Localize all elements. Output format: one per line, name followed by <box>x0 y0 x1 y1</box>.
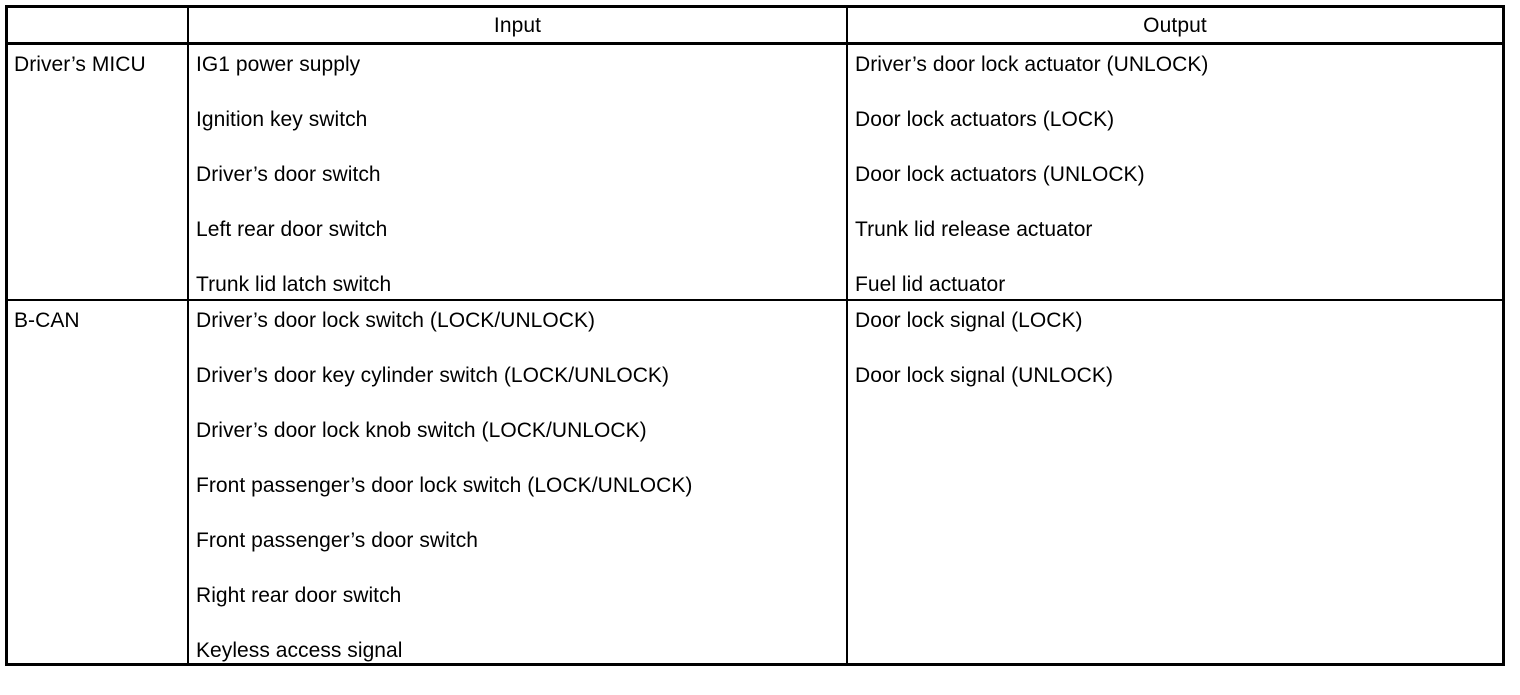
list-item: Door lock actuators (UNLOCK) <box>855 163 1145 186</box>
list-item: Front passenger’s door lock switch (LOCK… <box>196 474 693 497</box>
list-item: Driver’s door switch <box>196 163 381 186</box>
cell-output-micu: Driver’s door lock actuator (UNLOCK) Doo… <box>848 45 1502 299</box>
list-item: Driver’s door lock actuator (UNLOCK) <box>855 53 1209 76</box>
column-header-source <box>8 8 189 42</box>
list-item: Trunk lid latch switch <box>196 273 392 296</box>
table-body: Driver’s MICU IG1 power supply Ignition … <box>8 45 1502 663</box>
list-item: Trunk lid release actuator <box>855 218 1093 241</box>
table-row: Driver’s MICU IG1 power supply Ignition … <box>8 45 1502 301</box>
cell-source-micu: Driver’s MICU <box>8 45 189 299</box>
list-item: IG1 power supply <box>196 53 361 76</box>
list-item: Ignition key switch <box>196 108 368 131</box>
table-row: B-CAN Driver’s door lock switch (LOCK/UN… <box>8 301 1502 663</box>
list-item: Door lock actuators (LOCK) <box>855 108 1115 131</box>
source-label: Driver’s MICU <box>14 53 146 76</box>
cell-input-micu: IG1 power supply Ignition key switch Dri… <box>189 45 848 299</box>
page-root: Input Output Driver’s MICU IG1 power sup… <box>5 5 1505 666</box>
list-item: Keyless access signal <box>196 639 403 662</box>
column-header-output: Output <box>1143 13 1207 37</box>
list-item: Door lock signal (LOCK) <box>855 309 1083 332</box>
list-item: Front passenger’s door switch <box>196 529 478 552</box>
cell-source-bcan: B-CAN <box>8 301 189 663</box>
input-output-table: Input Output Driver’s MICU IG1 power sup… <box>5 5 1505 666</box>
list-item: Fuel lid actuator <box>855 273 1006 296</box>
cell-input-bcan: Driver’s door lock switch (LOCK/UNLOCK) … <box>189 301 848 663</box>
list-item: Left rear door switch <box>196 218 388 241</box>
list-item: Right rear door switch <box>196 584 402 607</box>
list-item: Driver’s door lock knob switch (LOCK/UNL… <box>196 419 647 442</box>
cell-output-bcan: Door lock signal (LOCK) Door lock signal… <box>848 301 1502 663</box>
source-label: B-CAN <box>14 309 80 332</box>
list-item: Driver’s door lock switch (LOCK/UNLOCK) <box>196 309 596 332</box>
list-item: Driver’s door key cylinder switch (LOCK/… <box>196 364 670 387</box>
column-header-input: Input <box>189 8 848 42</box>
table-header-row: Input Output <box>8 8 1502 45</box>
list-item: Door lock signal (UNLOCK) <box>855 364 1113 387</box>
